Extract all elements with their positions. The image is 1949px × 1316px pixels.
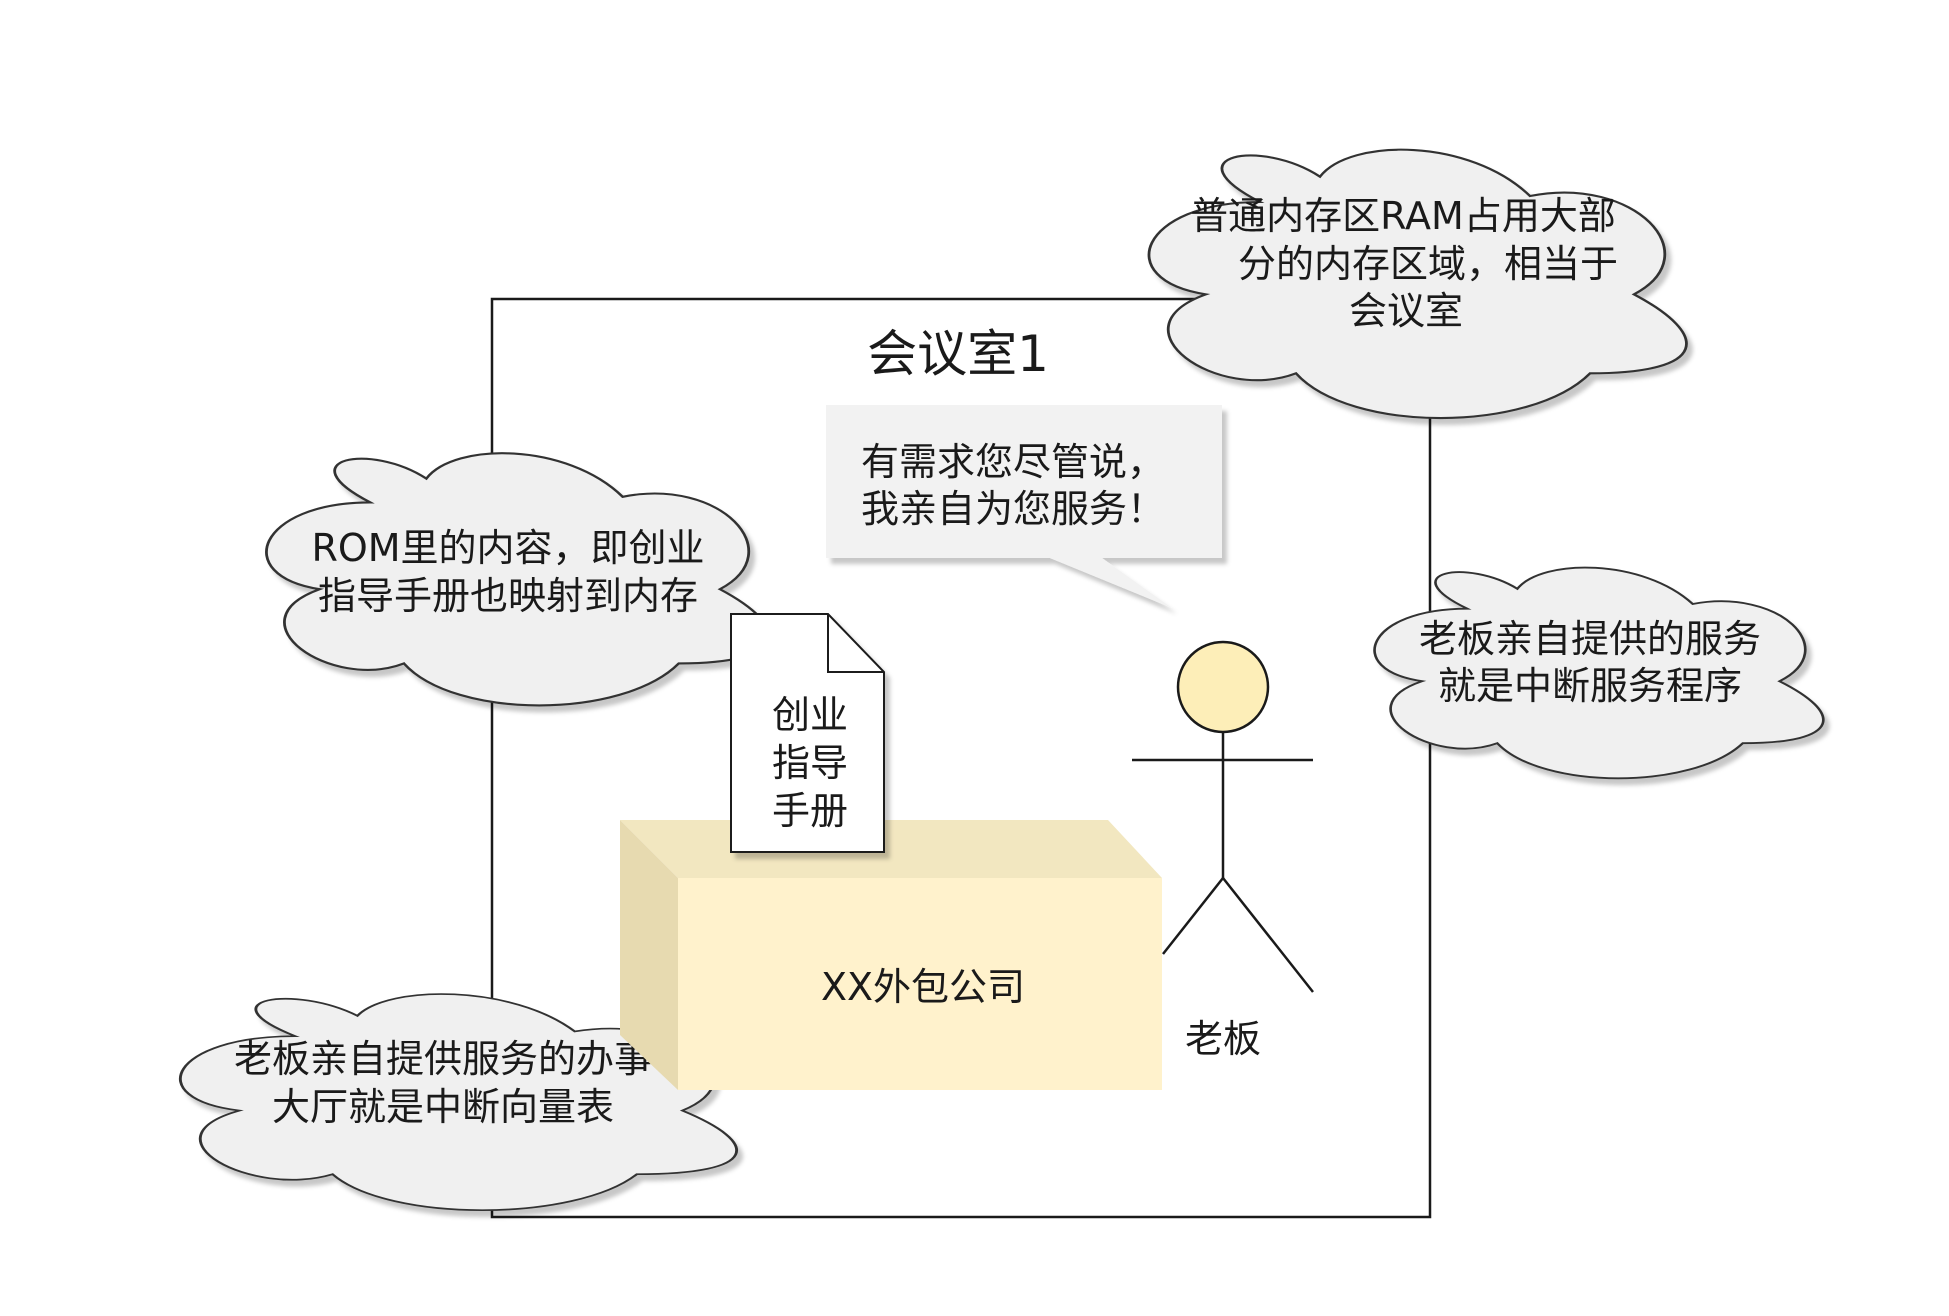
- speech-bubble: [826, 405, 1222, 608]
- cloud-vector-line-2: 大厅就是中断向量表: [272, 1085, 614, 1129]
- speech-line-2: 我亲自为您服务！: [861, 487, 1165, 531]
- boss-figure: [1132, 640, 1314, 993]
- cloud-isr-line-1: 老板亲自提供的服务: [1419, 617, 1761, 661]
- boss-head: [1176, 640, 1270, 734]
- company-label: XX外包公司: [821, 965, 1025, 1009]
- manual-line-2: 指导: [772, 741, 848, 785]
- cloud-ram-line-1: 普通内存区RAM占用大部: [1190, 194, 1616, 238]
- manual-line-3: 手册: [772, 789, 848, 833]
- speech-line-1: 有需求您尽管说，: [861, 440, 1165, 484]
- cloud-rom-line-2: 指导手册也映射到内存: [318, 574, 698, 618]
- cloud-ram-line-2: 分的内存区域，相当于: [1238, 242, 1618, 286]
- room-title: 会议室1: [867, 325, 1049, 383]
- cloud-rom-line-1: ROM里的内容，即创业: [311, 526, 704, 570]
- boss-label: 老板: [1185, 1017, 1261, 1061]
- cloud-isr-line-2: 就是中断服务程序: [1438, 664, 1742, 708]
- room-frame: [490, 297, 1432, 1219]
- cloud-vector-line-1: 老板亲自提供服务的办事: [234, 1037, 652, 1081]
- company-box: [620, 820, 1162, 1090]
- manual-line-1: 创业: [772, 693, 848, 737]
- cloud-ram-line-3: 会议室: [1349, 289, 1463, 333]
- manual-document: [730, 613, 885, 853]
